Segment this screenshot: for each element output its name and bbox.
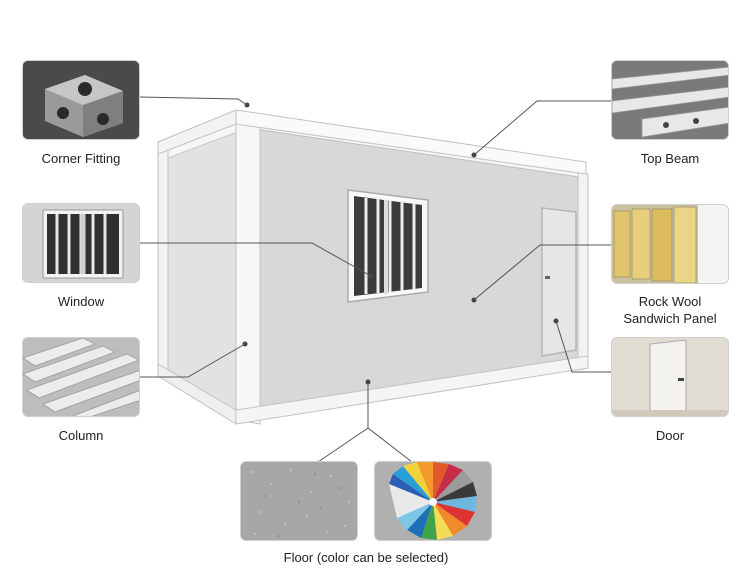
container-window	[347, 189, 429, 303]
window-image	[22, 203, 140, 283]
container-front-left-post	[157, 147, 169, 377]
container-rear-post	[577, 171, 589, 371]
floor-texture-image	[240, 461, 358, 541]
rock-wool-label-line1: Rock Wool	[638, 294, 702, 309]
container-door	[541, 207, 577, 357]
corner-fitting-image	[22, 60, 140, 140]
top-beam-image	[611, 60, 729, 140]
container-bottom-rail-end	[157, 363, 237, 425]
floor-color-swatch-image	[374, 461, 492, 541]
container-top-rail-end	[157, 109, 237, 155]
floor-label: Floor (color can be selected)	[283, 550, 449, 565]
leader-lines	[139, 96, 611, 463]
window-label: Window	[57, 294, 105, 309]
corner-fitting-label: Corner Fitting	[41, 151, 121, 166]
column-label: Column	[58, 428, 104, 443]
door-label: Door	[655, 428, 685, 443]
door-image	[611, 337, 729, 417]
rock-wool-panel-image	[611, 204, 729, 284]
top-beam-label: Top Beam	[640, 151, 700, 166]
container-corner-post	[235, 119, 261, 425]
column-image	[22, 337, 140, 417]
rock-wool-label-line2: Sandwich Panel	[623, 311, 717, 326]
